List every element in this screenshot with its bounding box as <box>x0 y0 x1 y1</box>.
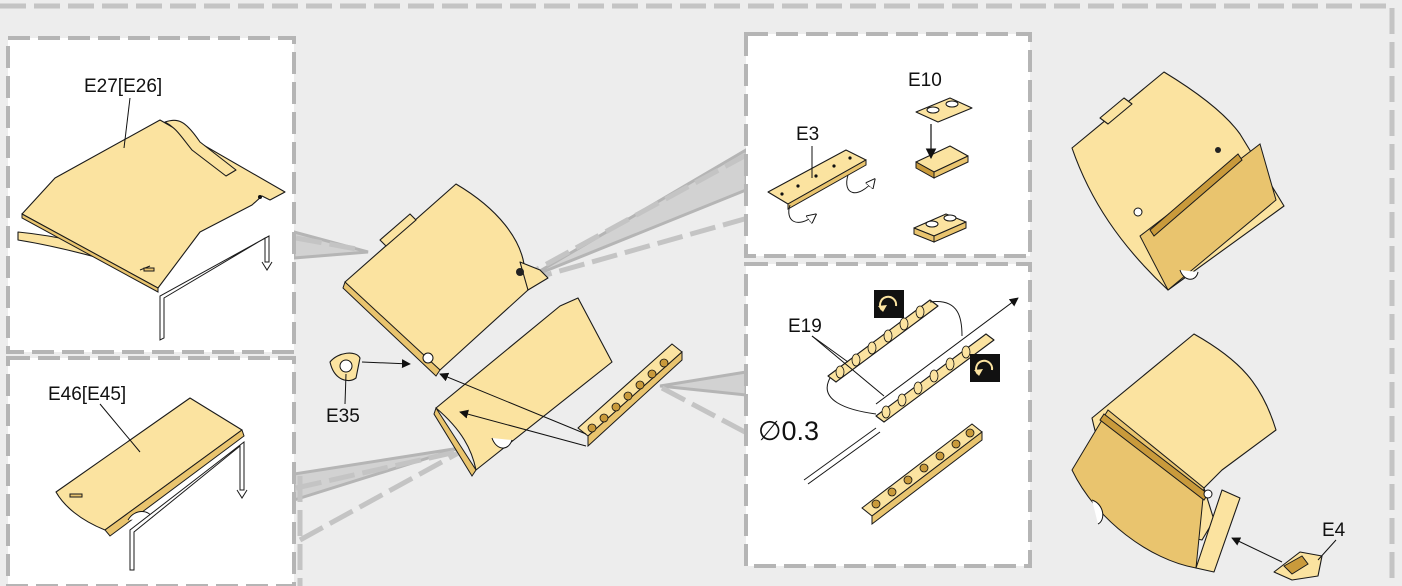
label-e3: E3 <box>796 124 819 145</box>
label-e35: E35 <box>326 406 360 427</box>
callout-line-5 <box>534 215 749 281</box>
rod-e46 <box>129 440 248 571</box>
leader-e27 <box>123 97 131 149</box>
center-hinge-bar <box>577 343 683 448</box>
wire-e19-edge <box>807 431 881 485</box>
label-wire-diameter: ∅0.3 <box>758 416 819 446</box>
arrow-right-icon <box>361 359 411 369</box>
center-lower-panel <box>433 297 613 477</box>
wire-e19 <box>803 427 877 481</box>
center-upper-cover <box>342 183 549 377</box>
arrow-e19-lower <box>459 409 587 447</box>
callout-line-4 <box>530 151 750 275</box>
leader-e35 <box>344 373 347 405</box>
outer-frame <box>0 3 1395 586</box>
part-e3 <box>767 149 874 222</box>
part-e19-upper <box>826 299 995 423</box>
label-e19: E19 <box>788 316 822 337</box>
assembled-view-bottom <box>1071 333 1277 573</box>
e19-leader-2 <box>811 335 885 397</box>
part-e27-sheet <box>17 119 286 293</box>
callout-line-3 <box>298 449 462 543</box>
panel-e3-e10 <box>744 32 1032 258</box>
leader-e46 <box>99 403 141 453</box>
callout-line-1 <box>295 235 363 253</box>
arrow-wire-direction <box>875 297 1019 405</box>
e19-leader-1 <box>811 335 849 363</box>
assembled-view-top <box>1071 71 1285 291</box>
label-e27: E27[E26] <box>84 76 162 97</box>
part-e10 <box>913 97 973 243</box>
label-e46: E46[E45] <box>48 384 126 405</box>
label-e4: E4 <box>1322 520 1346 541</box>
rotate-ccw-icon-2 <box>970 354 1000 382</box>
rod-e27 <box>159 235 273 341</box>
part-e4 <box>1273 551 1323 581</box>
rotate-ccw-icon <box>874 290 904 318</box>
e35-washer <box>329 352 361 382</box>
e3-divider <box>879 116 914 240</box>
label-e10: E10 <box>908 70 942 91</box>
leader-e4 <box>1317 539 1337 561</box>
part-e19-assembled <box>861 423 983 526</box>
callout-line-2 <box>295 449 457 491</box>
arrow-e4 <box>1231 537 1283 563</box>
callout-line-6 <box>660 385 762 443</box>
arrow-e19-upper <box>439 372 587 435</box>
